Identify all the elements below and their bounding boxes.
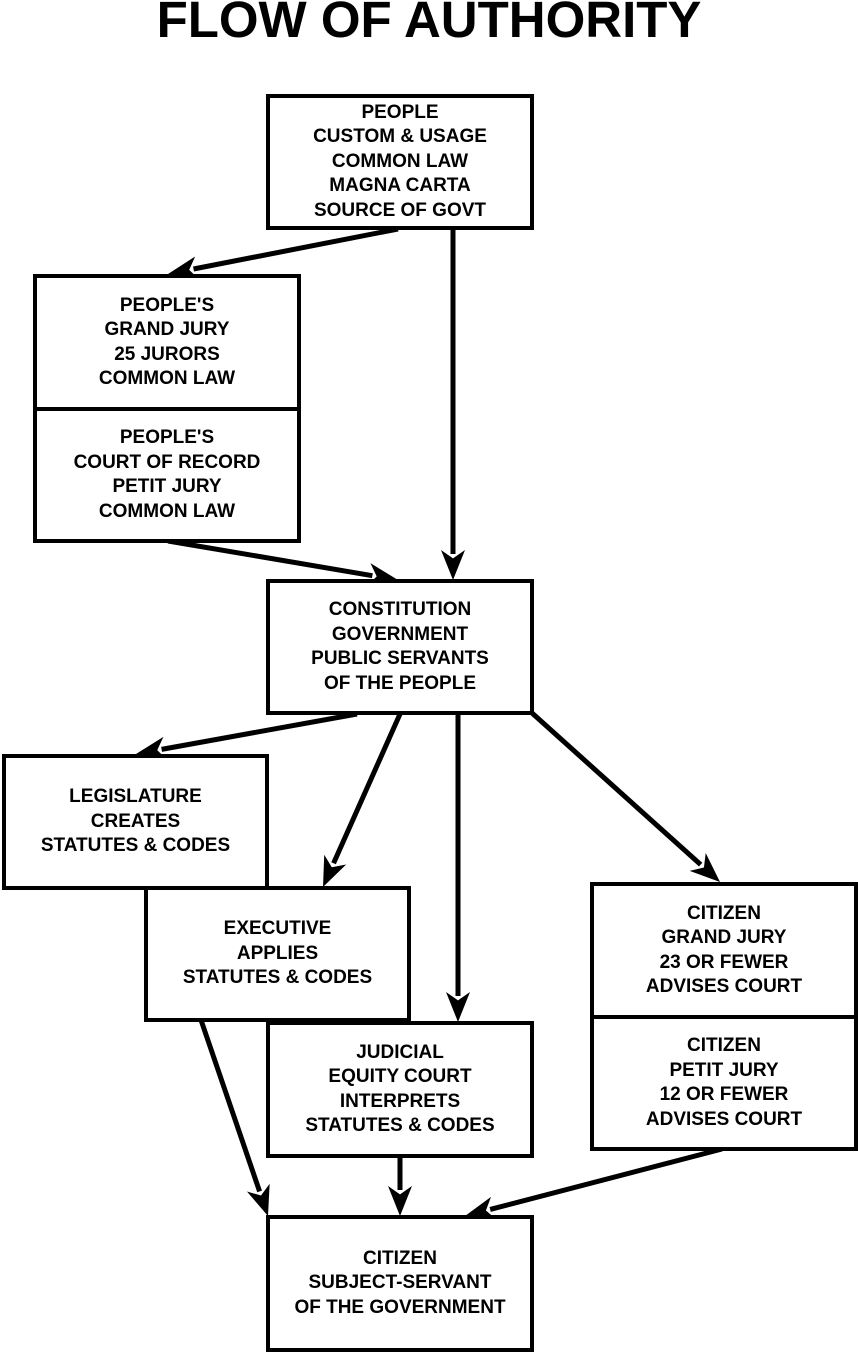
box-line: SOURCE OF GOVT <box>313 199 487 221</box>
box-peoples-grand-jury: PEOPLE'S GRAND JURY 25 JURORS COMMON LAW <box>33 274 301 411</box>
arrowhead-icon <box>441 550 465 580</box>
arrow-shaft <box>167 538 373 579</box>
box-constitution: CONSTITUTION GOVERNMENT PUBLIC SERVANTS … <box>266 579 534 715</box>
box-line: ADVISES COURT <box>645 1108 803 1130</box>
box-executive: EXECUTIVE APPLIES STATUTES & CODES <box>144 886 411 1022</box>
box-line: PEOPLE'S <box>119 427 215 448</box>
box-line: CUSTOM & USAGE <box>313 126 487 148</box>
arrow-executive-to-citizen <box>198 1019 270 1216</box>
arrow-constitution-to-executive <box>323 712 403 887</box>
box-line: CONSTITUTION <box>328 599 472 620</box>
box-line: COMMON LAW <box>331 150 469 172</box>
box-line: CITIZEN <box>687 902 761 924</box>
box-judicial: JUDICIAL EQUITY COURT INTERPRETS STATUTE… <box>266 1021 534 1158</box>
box-line: JUDICIAL <box>356 1041 444 1063</box>
arrow-judicial-to-citizen <box>388 1156 412 1216</box>
box-line: COURT OF RECORD <box>73 451 261 473</box>
box-citizen: CITIZEN SUBJECT-SERVANT OF THE GOVERNMEN… <box>266 1215 534 1352</box>
arrow-constitution-to-citizen-grand-jury <box>530 711 720 882</box>
box-people: PEOPLE CUSTOM & USAGE COMMON LAW MAGNA C… <box>266 94 534 230</box>
box-line: EQUITY COURT <box>328 1066 472 1087</box>
box-line: CREATES <box>90 810 181 832</box>
box-line: STATUTES & CODES <box>40 835 231 857</box>
arrowhead-icon <box>388 1186 412 1216</box>
box-line: INTERPRETS <box>339 1090 461 1112</box>
arrow-shaft <box>530 711 703 867</box>
arrow-shaft <box>193 226 399 272</box>
box-line: ADVISES COURT <box>645 976 803 997</box>
box-line: 23 OR FEWER <box>659 951 789 973</box>
arrow-constitution-to-judicial <box>446 714 470 1022</box>
box-line: 25 JURORS <box>114 343 220 365</box>
box-line: EXECUTIVE <box>223 918 332 940</box>
arrowhead-icon <box>246 1183 270 1216</box>
box-line: GRAND JURY <box>104 319 230 340</box>
box-line: PEOPLE <box>361 101 439 123</box>
box-citizen-petit-jury: CITIZEN PETIT JURY 12 OR FEWER ADVISES C… <box>590 1015 858 1151</box>
box-line: APPLIES <box>236 942 319 964</box>
box-line: OF THE PEOPLE <box>323 672 477 694</box>
box-line: GOVERNMENT <box>331 623 469 645</box>
arrow-shaft <box>161 711 358 752</box>
box-line: PETIT JURY <box>112 476 222 497</box>
arrowhead-icon <box>323 854 347 887</box>
box-line: SUBJECT-SERVANT <box>308 1272 492 1294</box>
box-line: 12 OR FEWER <box>659 1084 789 1105</box>
box-line: PUBLIC SERVANTS <box>311 648 489 669</box>
arrow-shaft <box>489 1146 723 1212</box>
box-line: COMMON LAW <box>98 368 236 389</box>
box-peoples-court-of-record: PEOPLE'S COURT OF RECORD PETIT JURY COMM… <box>33 407 301 543</box>
arrowhead-icon <box>689 853 720 882</box>
box-line: PEOPLE'S <box>119 294 215 316</box>
box-line: STATUTES & CODES <box>182 967 373 989</box>
arrow-people-to-peoples-grand-jury <box>168 226 399 281</box>
box-legislature: LEGISLATURE CREATES STATUTES & CODES <box>2 754 269 890</box>
box-line: MAGNA CARTA <box>329 175 471 197</box>
arrowhead-icon <box>465 1196 498 1221</box>
box-line: GRAND JURY <box>661 927 787 948</box>
box-line: PETIT JURY <box>669 1059 779 1081</box>
box-line: CITIZEN <box>363 1247 437 1269</box>
arrowhead-icon <box>446 992 470 1022</box>
arrow-shaft <box>198 1019 262 1193</box>
arrow-citizen-petit-jury-to-citizen <box>465 1146 723 1221</box>
arrow-people-to-constitution <box>441 229 465 580</box>
box-citizen-grand-jury: CITIZEN GRAND JURY 23 OR FEWER ADVISES C… <box>590 882 858 1019</box>
box-line: STATUTES & CODES <box>305 1115 495 1136</box>
box-line: CITIZEN <box>687 1035 761 1056</box>
box-line: COMMON LAW <box>98 500 236 522</box>
arrow-shaft <box>331 712 403 865</box>
box-line: LEGISLATURE <box>69 786 202 808</box>
box-line: OF THE GOVERNMENT <box>294 1296 506 1318</box>
diagram-title: FLOW OF AUTHORITY <box>156 0 702 48</box>
